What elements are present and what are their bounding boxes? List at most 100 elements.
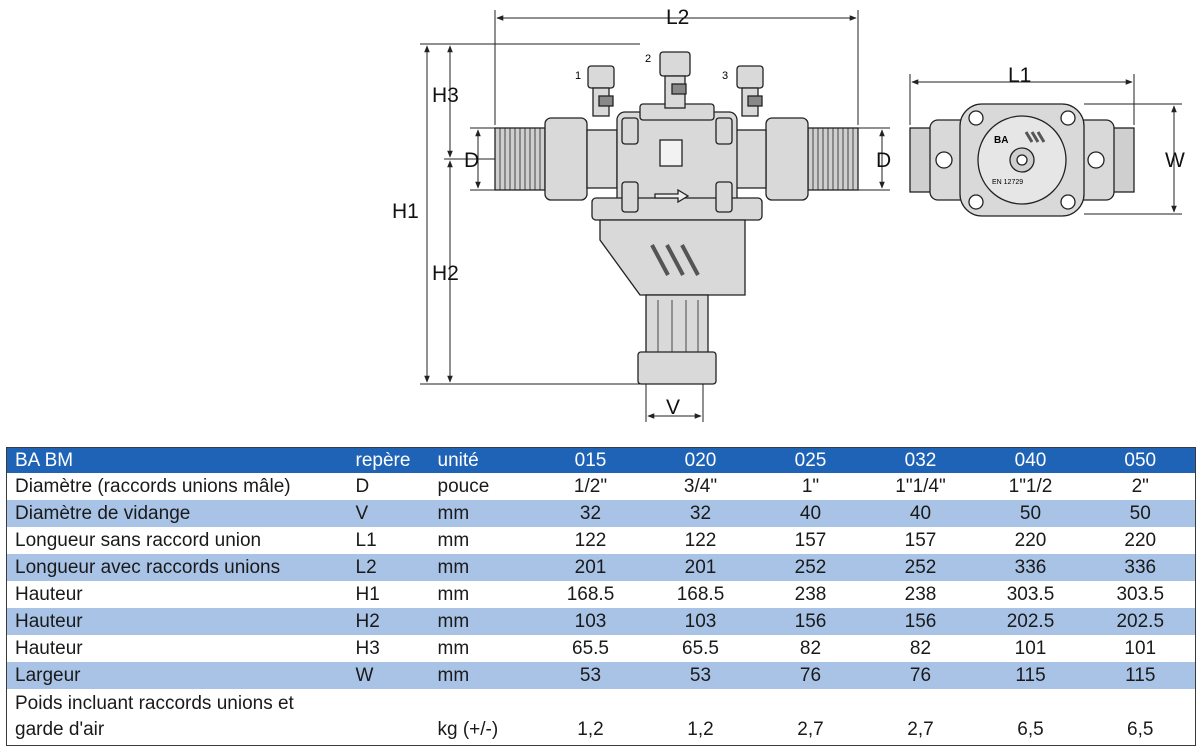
header-ref: repère [351,447,434,473]
row-label: Diamètre de vidange [6,500,352,527]
row-value: 82 [799,638,822,659]
row-label: Longueur sans raccord union [15,530,262,551]
row-ref [352,689,434,746]
row-value: 201 [645,554,756,581]
header-model: BA BM [6,447,352,473]
label-port-2: 2 [645,53,651,65]
label-d-right: D [876,149,891,172]
end-view-code: EN 12729 [992,179,1023,186]
row-unit: mm [433,662,536,689]
header-size: 015 [535,447,646,473]
row-value: 103 [645,608,756,635]
label-w: W [1165,149,1185,172]
row-value: 50 [975,500,1086,527]
row-label: Hauteur [15,584,83,605]
row-unit: kg (+/-) [437,719,499,740]
header-size: 020 [645,447,756,473]
row-value: 101 [1014,638,1047,659]
row-ref: L1 [355,530,377,551]
header-size: 040 [975,447,1086,473]
table-row: Hauteur H1 mm 168.5 168.5 238 238 303.5 303.5 [7,581,1196,608]
row-value: 1" [801,476,820,497]
row-label: Largeur [6,662,352,689]
row-label: Hauteur [15,638,83,659]
row-value: 32 [645,500,756,527]
row-label: Hauteur [6,608,352,635]
table-row: Longueur sans raccord union L1 mm 122 122 157… [7,527,1196,554]
row-ref: H1 [355,584,380,605]
row-value: 156 [755,608,866,635]
row-value: 2" [1131,476,1149,497]
row-unit: mm [437,530,470,551]
end-view-brand: BA [994,135,1008,146]
row-value: 303.5 [1116,584,1165,605]
row-unit: pouce [437,476,490,497]
row-value: 53 [645,662,756,689]
row-unit: mm [437,584,470,605]
row-value: 6,5 [1017,719,1044,740]
row-value: 303.5 [1006,584,1055,605]
row-ref: V [351,500,434,527]
row-value: 157 [794,530,827,551]
row-value: 238 [794,584,827,605]
row-value: 220 [1014,530,1047,551]
row-value: 201 [535,554,646,581]
row-value: 32 [535,500,646,527]
row-value: 122 [574,530,607,551]
row-value: 122 [684,530,717,551]
row-value: 238 [904,584,937,605]
row-value: 336 [1085,554,1196,581]
row-ref: L2 [351,554,434,581]
row-value: 252 [755,554,866,581]
row-value: 3/4" [683,476,718,497]
row-value: 168.5 [676,584,725,605]
label-h2: H2 [432,262,459,285]
row-ref: H2 [351,608,434,635]
end-view-dimensions [909,74,1182,215]
label-l2: L2 [666,6,689,29]
row-value: 2,7 [797,719,824,740]
row-value: 1"1/2 [1008,476,1053,497]
label-port-3: 3 [722,70,728,82]
row-value: 65.5 [682,638,719,659]
row-value: 1,2 [577,719,604,740]
table-row: Poids incluant raccords unions et garde … [7,689,1196,746]
row-label: Poids incluant raccords unions et garde … [15,693,294,740]
row-value: 2,7 [907,719,934,740]
table-header-row: BA BM repère unité 015 020 025 032 040 0… [6,447,1196,473]
label-h3: H3 [432,84,459,107]
row-value: 252 [865,554,976,581]
row-value: 156 [865,608,976,635]
side-view-dimensions [420,10,890,422]
row-value: 115 [975,662,1086,689]
row-unit: mm [433,500,536,527]
side-view [494,51,859,385]
header-size: 050 [1085,447,1196,473]
row-value: 103 [535,608,646,635]
row-unit: mm [437,638,470,659]
row-value: 40 [755,500,866,527]
row-value: 50 [1085,500,1196,527]
row-ref: H3 [355,638,380,659]
label-d-left: D [464,149,479,172]
label-port-1: 1 [575,70,581,82]
row-unit: mm [433,608,536,635]
end-view [909,103,1135,217]
row-value: 82 [909,638,932,659]
row-value: 1,2 [687,719,714,740]
spec-table-body: BA BM repère unité 015 020 025 032 040 0… [6,447,1196,746]
header-unit: unité [433,447,536,473]
row-value: 1"1/4" [895,476,946,497]
header-size: 032 [865,447,976,473]
row-value: 336 [975,554,1086,581]
row-value: 101 [1124,638,1157,659]
row-value: 115 [1085,662,1196,689]
technical-drawing: L2 H3 H1 H2 D D V 1 2 3 BA EN 12729 [392,6,1185,422]
spec-table: BA BM repère unité 015 020 025 032 040 0… [6,447,1196,746]
row-value: 168.5 [566,584,615,605]
row-label: Diamètre (raccords unions mâle) [15,476,291,497]
